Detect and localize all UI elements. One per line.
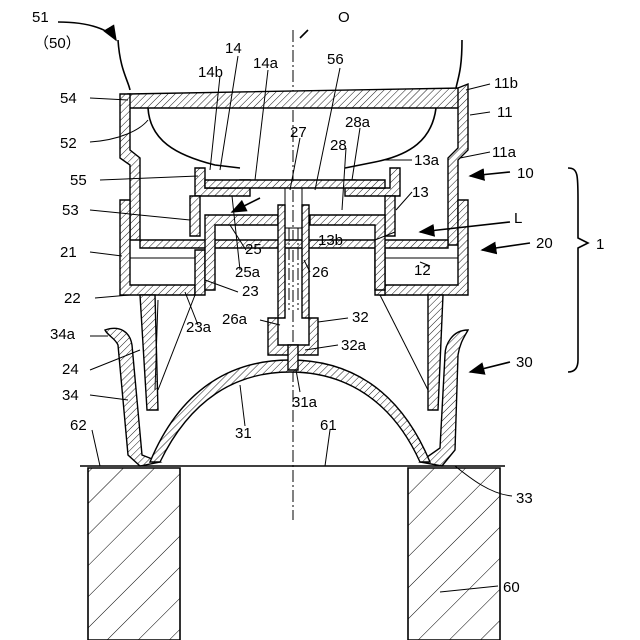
arrow-O — [300, 30, 308, 38]
part-23-left — [195, 250, 205, 295]
label-21: 21 — [60, 244, 77, 261]
label-11a: 11a — [492, 144, 517, 161]
leg-right-inner — [380, 295, 428, 390]
label-11b: 11b — [494, 75, 518, 92]
part-26-stem-left — [278, 205, 285, 318]
bracket-1 — [568, 168, 588, 372]
label-51: 51 — [32, 9, 49, 26]
label-60: 60 — [503, 579, 520, 596]
label-52: 52 — [60, 135, 77, 152]
label-31a: 31a — [292, 394, 318, 411]
label-14a: 14a — [253, 55, 279, 72]
label-33: 33 — [516, 490, 533, 507]
label-61: 61 — [320, 417, 337, 434]
label-12: 12 — [414, 262, 431, 279]
part-34-right-skirt — [420, 330, 468, 466]
label-13a: 13a — [414, 152, 440, 169]
part-24-right-leg — [428, 295, 443, 410]
chamber-left — [130, 258, 195, 285]
label-14b: 14b — [198, 64, 223, 81]
label-1: 1 — [596, 236, 604, 253]
part-60-left-block — [88, 468, 180, 640]
label-L: L — [514, 210, 522, 227]
part-52-bowl-left — [148, 108, 240, 168]
part-24-left-leg — [140, 295, 158, 410]
label-26a: 26a — [222, 311, 248, 328]
label-11: 11 — [497, 104, 513, 121]
label-28: 28 — [330, 137, 347, 154]
label-25a: 25a — [235, 264, 261, 281]
part-12-bottom — [140, 240, 448, 248]
label-34a: 34a — [50, 326, 76, 343]
leg-left-diag — [158, 295, 195, 390]
label-13: 13 — [412, 184, 429, 201]
part-55-plate — [205, 180, 385, 188]
arrow-10 — [470, 172, 510, 176]
label-26: 26 — [312, 264, 329, 281]
label-32: 32 — [352, 309, 369, 326]
container-right-wall — [456, 40, 462, 88]
label-20: 20 — [536, 235, 553, 252]
label-31: 31 — [235, 425, 252, 442]
label-27: 27 — [290, 124, 307, 141]
label-13b: 13b — [318, 232, 343, 249]
part-53-left — [190, 196, 200, 236]
label-56: 56 — [327, 51, 344, 68]
label-25: 25 — [245, 241, 262, 258]
part-13-right — [385, 196, 395, 236]
label-62: 62 — [70, 417, 87, 434]
label-53: 53 — [62, 202, 79, 219]
arrow-30 — [470, 362, 510, 372]
arrow-20 — [482, 243, 530, 250]
label-23a: 23a — [186, 319, 212, 336]
label-22: 22 — [64, 290, 81, 307]
label-O: O — [338, 9, 350, 26]
part-26-stem-right — [302, 205, 309, 318]
label-24: 24 — [62, 361, 79, 378]
part-54-plate — [128, 88, 462, 108]
part-60-right-block — [408, 468, 500, 640]
label-10: 10 — [517, 165, 534, 182]
part-31a-outlet — [288, 345, 298, 370]
label-30: 30 — [516, 354, 533, 371]
container-left-wall — [118, 40, 130, 90]
arrow-56 — [232, 198, 260, 212]
label-28a: 28a — [345, 114, 371, 131]
label-54: 54 — [60, 90, 77, 107]
label-32a: 32a — [341, 337, 367, 354]
label-14: 14 — [225, 40, 242, 57]
label-50: （50） — [34, 35, 81, 52]
label-23: 23 — [242, 283, 259, 300]
label-34: 34 — [62, 387, 79, 404]
part-31-dome — [150, 360, 430, 462]
label-55: 55 — [70, 172, 87, 189]
